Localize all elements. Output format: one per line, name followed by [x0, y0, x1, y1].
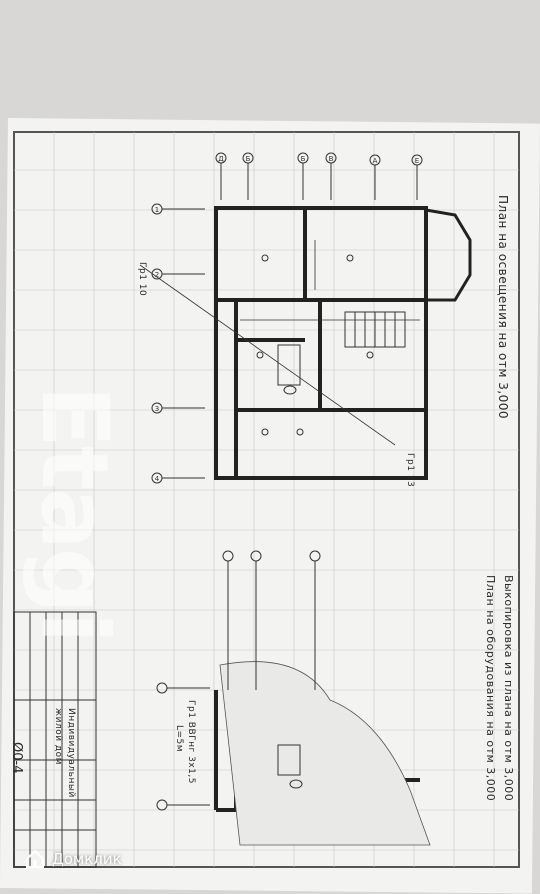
axis-label-top: А [373, 157, 378, 165]
light-fixtures [256, 254, 374, 436]
wiring [139, 240, 420, 446]
bathroom-fixtures [277, 344, 301, 395]
axis-label-top: В [329, 155, 334, 163]
axis-label-top: Б [301, 155, 306, 163]
title-block-line1: Индивидуальный [66, 708, 76, 798]
sheet-number: Ø0-4 [9, 742, 24, 774]
axis-markers-left [151, 203, 205, 484]
lower-axis-markers [156, 550, 321, 811]
house-icon [26, 849, 44, 868]
axis-label-top: Б [246, 155, 251, 163]
upper-plan-walls [214, 206, 428, 480]
callout-right: Гр1 13 [405, 453, 415, 488]
grid-lines [14, 132, 519, 867]
axis-label-left: 1 [155, 206, 159, 214]
watermark: Etagi [21, 385, 128, 642]
lower-plan-title-1: Выкопировка из плана на отм 3,000 [502, 575, 515, 802]
bay-window [425, 208, 472, 302]
axis-label-top: Д [218, 155, 224, 163]
axis-markers-top [215, 152, 423, 200]
callout-left: Гр1 10 [137, 262, 147, 297]
lower-callout-length: L=5м [174, 725, 184, 753]
lower-plan-cutout [219, 661, 431, 846]
stairs [344, 311, 406, 348]
brand-watermark: Домклик [24, 846, 122, 872]
axis-label-left: 3 [155, 405, 159, 413]
lower-callout: Гр1 ВВГнг 3х1,5 [186, 700, 196, 784]
title-block [13, 611, 97, 868]
title-block-line2: жилой дом [53, 708, 63, 765]
lower-plan-title-2: План на оборудования на отм 3,000 [484, 575, 497, 802]
brand-label: Домклик [52, 850, 122, 868]
axis-label-left: 4 [155, 475, 160, 483]
axis-label-left: 2 [155, 271, 159, 279]
upper-plan-title: План на освещения на отм 3,000 [496, 195, 510, 420]
lower-bath-fixtures [277, 744, 303, 789]
axis-label-top: Е [415, 157, 419, 165]
